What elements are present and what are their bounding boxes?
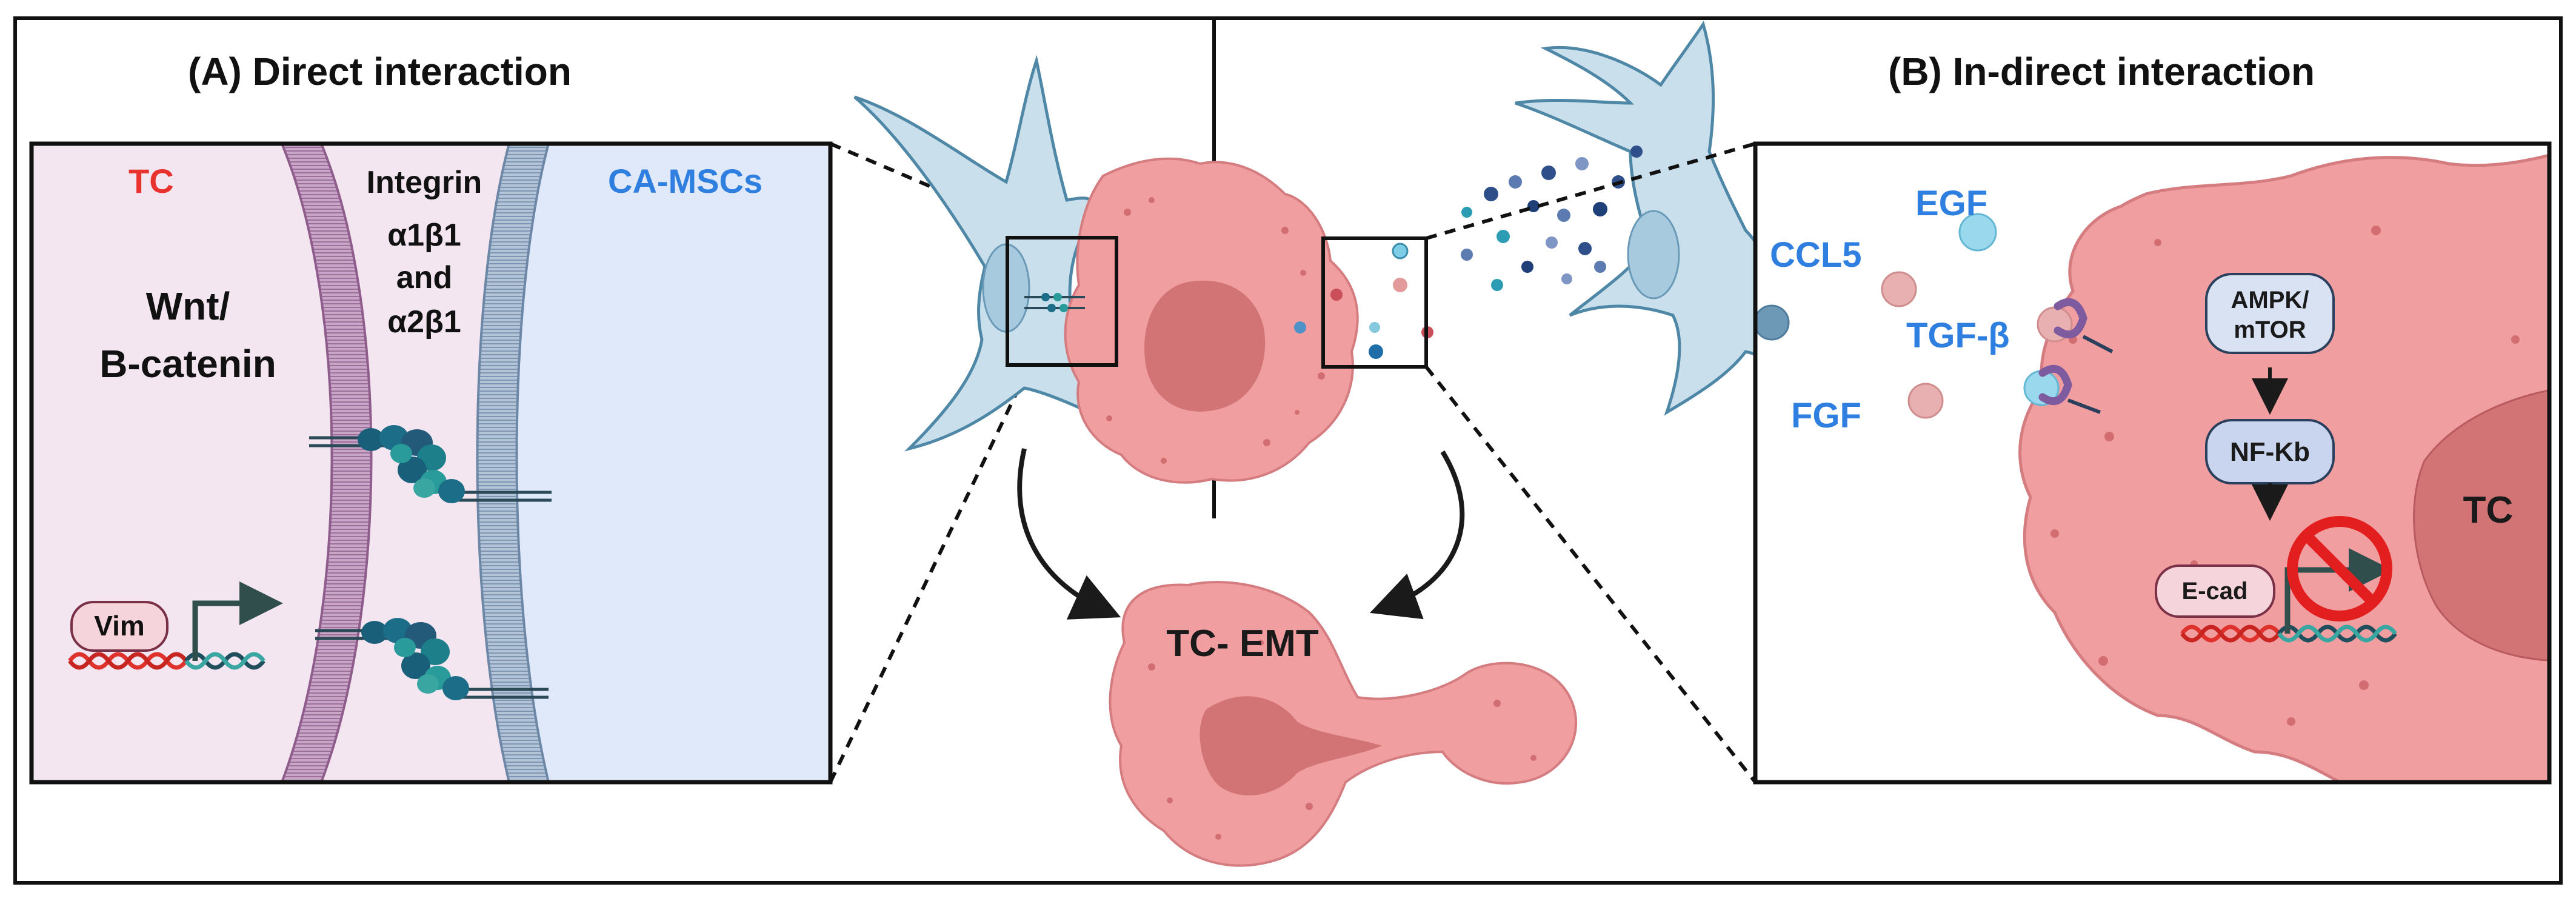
growth-factors <box>1755 213 2073 419</box>
msc-membrane <box>476 144 550 782</box>
nfkb-label: NF-Kb <box>2230 437 2310 467</box>
integrin-line-3: and <box>396 260 452 295</box>
integrin-line-1: Integrin <box>367 165 482 200</box>
factor-fgf: FGF <box>1791 396 1861 435</box>
tumor-dots-b <box>2050 226 2520 726</box>
integrin-complex-1 <box>309 425 552 503</box>
tc-membrane <box>280 144 373 782</box>
emt-label: TC- EMT <box>1166 623 1319 665</box>
emt-cell <box>1109 581 1577 867</box>
zoom-box-left <box>1006 236 1118 367</box>
factor-ccl5: CCL5 <box>1770 235 1861 275</box>
pathway-line-2: B-catenin <box>99 342 276 386</box>
ampk-line-1: AMPK/ <box>2231 287 2309 313</box>
zoom-line-b-bottom <box>1424 366 1757 783</box>
panel-b-title: (B) In-direct interaction <box>1888 50 2315 93</box>
msc-nucleus-right <box>1627 210 1680 300</box>
inhibit-icon <box>2287 516 2392 621</box>
panel-a-inset <box>32 144 830 782</box>
ecad-label: E-cad <box>2182 578 2248 605</box>
factor-egf: EGF <box>1915 184 1987 223</box>
ecad-pill <box>2155 564 2275 618</box>
tumor-dots-center <box>1106 197 1325 464</box>
factors-secreted-right <box>1461 146 1643 291</box>
zoom-box-right <box>1321 236 1428 369</box>
panel-b-inset <box>1755 144 2549 782</box>
tc-label-b: TC <box>2463 489 2514 531</box>
dna-strand-a <box>68 652 265 670</box>
ampk-line-2: mTOR <box>2234 317 2306 343</box>
arrow-to-emt-right <box>1369 450 1465 620</box>
receptors <box>2038 298 2114 414</box>
tc-label-a: TC <box>128 162 174 200</box>
pathway-line-1: Wnt/ <box>146 284 230 328</box>
vim-label: Vim <box>94 610 145 641</box>
panel-b-border <box>1753 141 2552 785</box>
promoter-arrow-a <box>192 581 283 661</box>
factor-tgfb: TGF-β <box>1906 316 2010 355</box>
integrin-line-2: α1β1 <box>387 218 461 253</box>
arrow-to-emt-left <box>1017 448 1121 620</box>
integrin-mini <box>1024 293 1085 312</box>
camscs-label: CA-MSCs <box>608 162 762 200</box>
integrin-complex-2 <box>315 618 549 700</box>
emt-nucleus <box>1200 696 1382 795</box>
emt-dots <box>1148 640 1537 840</box>
msc-cytoplasm <box>495 144 830 782</box>
dna-strand-b <box>2180 625 2397 643</box>
tumor-nucleus-center <box>1144 280 1266 412</box>
panel-a-title: (A) Direct interaction <box>188 50 572 93</box>
panel-a-border <box>29 141 833 785</box>
tumor-nucleus-b <box>2413 389 2549 662</box>
integrin-line-4: α2β1 <box>387 304 461 340</box>
vim-pill <box>70 601 169 652</box>
ampk-box <box>2205 273 2335 354</box>
